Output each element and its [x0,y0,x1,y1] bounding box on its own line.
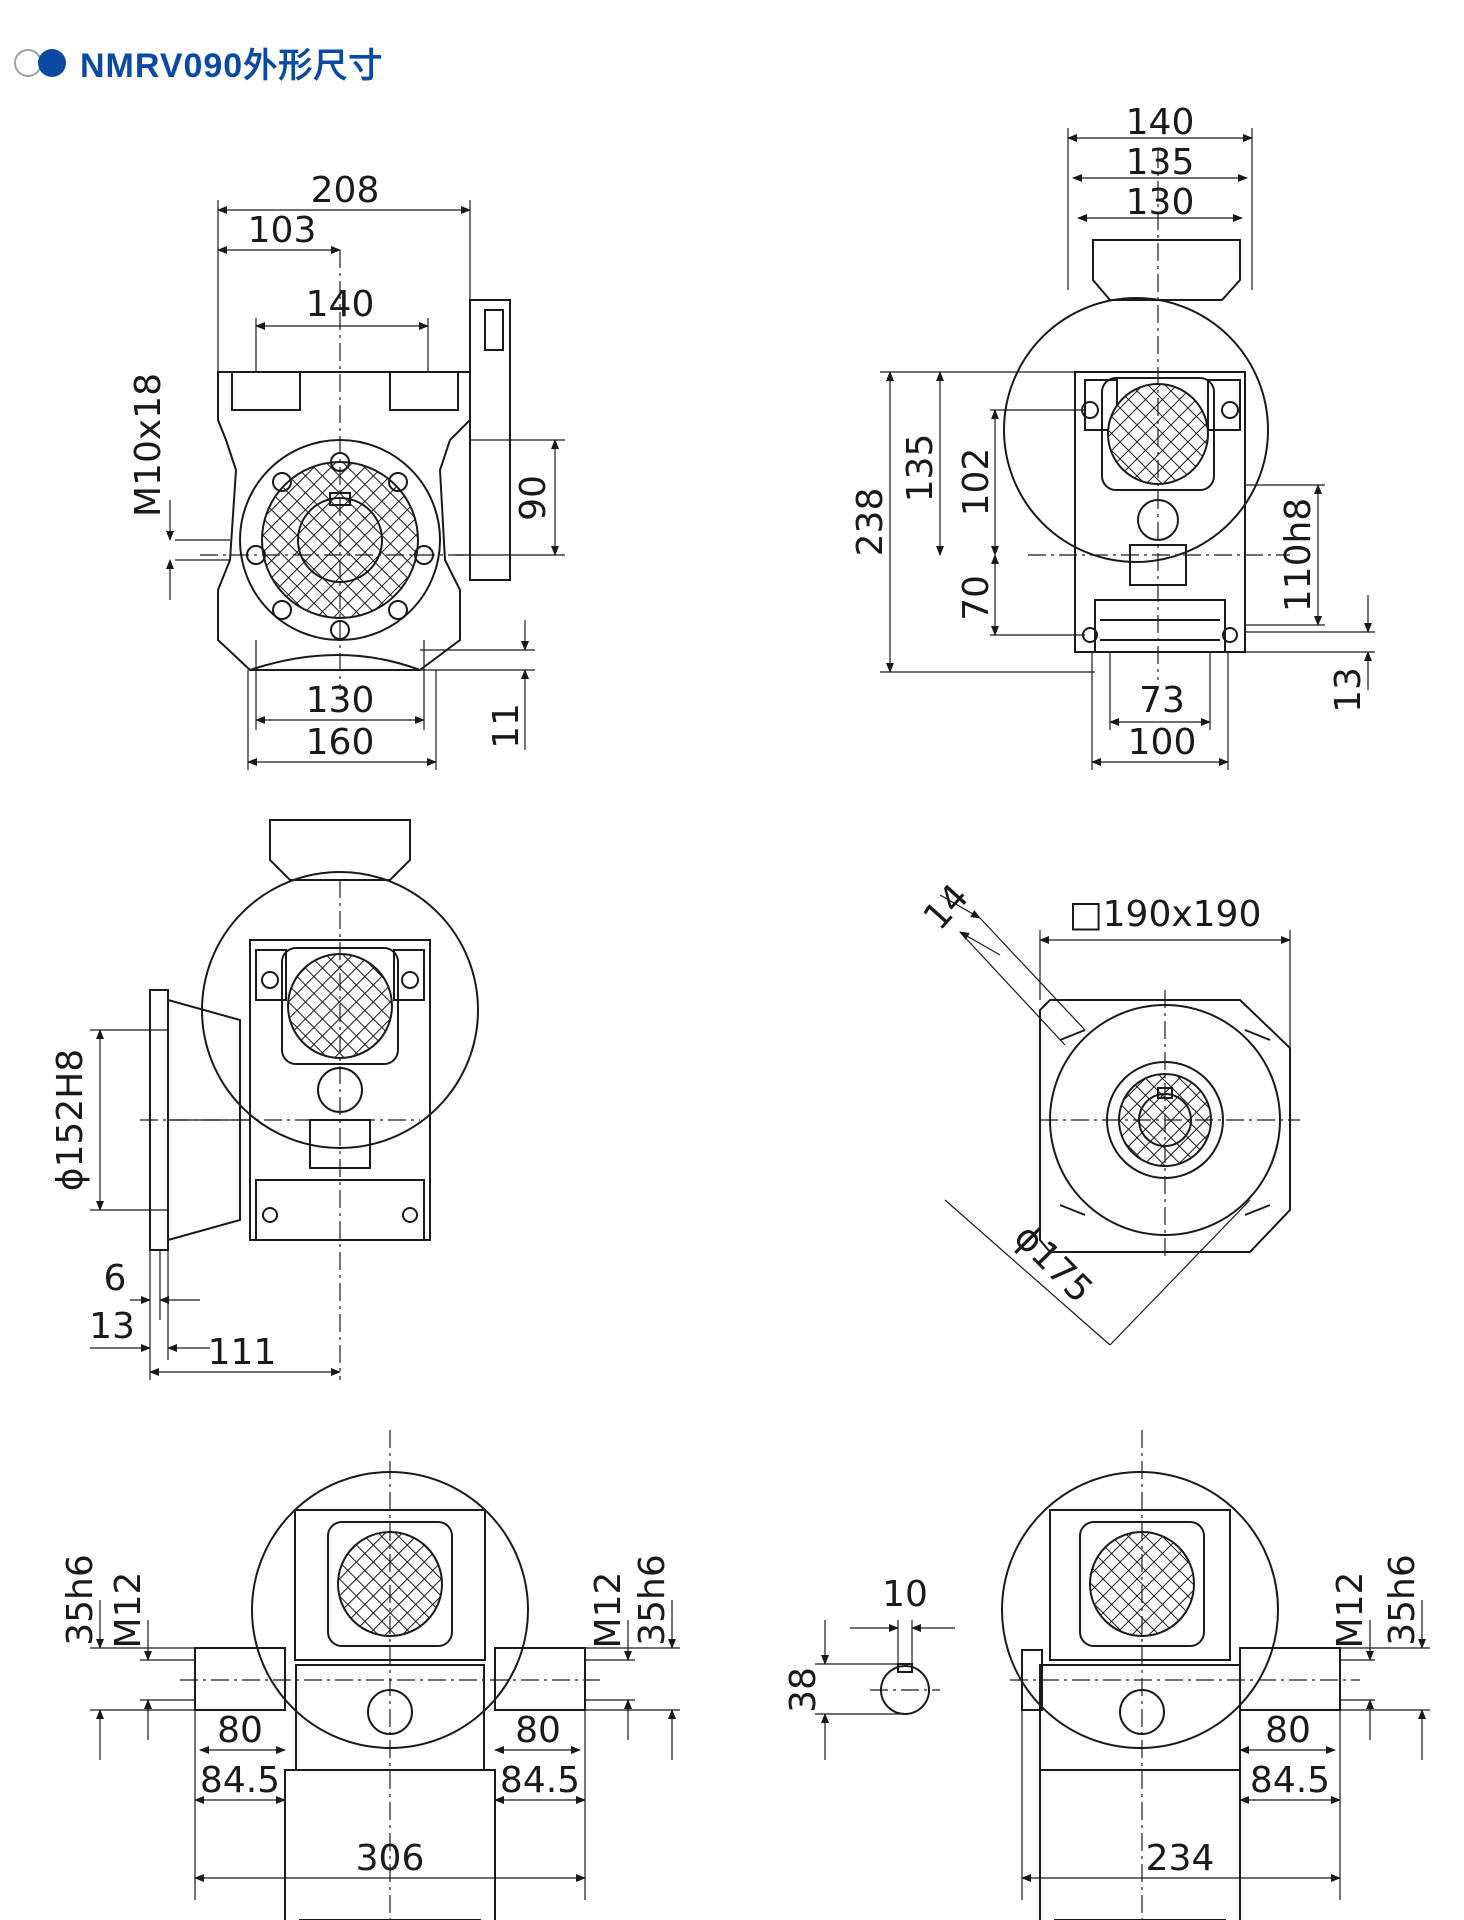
dim-84.5-right: 84.5 [500,1760,580,1801]
dim-130-top: 130 [1126,182,1195,223]
side-view: 140 135 130 238 135 102 70 110h8 13 73 1… [850,102,1375,770]
dim-38: 38 [783,1667,824,1713]
dim-130: 130 [306,680,375,721]
dim-m10x18: M10x18 [128,373,169,517]
dim-306: 306 [356,1838,425,1879]
dim-73: 73 [1139,680,1185,721]
page-title: NMRV090外形尺寸 [80,46,384,85]
dim-100: 100 [1128,722,1197,763]
dim-70: 70 [956,575,997,621]
single-shaft-view: M12 35h6 80 84.5 234 [1001,1430,1430,1920]
dim-35h6-left: 35h6 [60,1554,101,1646]
dim-238: 238 [850,488,891,557]
dim-111: 111 [208,1332,277,1373]
dim-m12-left: M12 [108,1572,149,1649]
dim-35h6-single: 35h6 [1382,1554,1423,1646]
dim-m12-right: M12 [588,1572,629,1649]
double-shaft-view: 35h6 M12 M12 35h6 80 80 84.5 84.5 306 [60,1430,680,1920]
dim-135-top: 135 [1126,142,1195,183]
dim-190x190: □190x190 [1069,894,1262,935]
dim-234: 234 [1146,1838,1215,1879]
dim-m12-single: M12 [1330,1572,1371,1649]
shaft-section-view: 10 38 [783,1574,955,1760]
dim-135-v: 135 [900,434,941,503]
dim-6: 6 [104,1258,127,1299]
dim-160: 160 [306,722,375,763]
dim-80-right: 80 [515,1710,561,1751]
dim-35h6-right: 35h6 [632,1554,673,1646]
dim-102: 102 [956,448,997,517]
dim-140-top: 140 [1126,102,1195,143]
dim-103: 103 [248,210,317,251]
flange-front-view: 14 □190x190 ϕ175 [916,877,1300,1346]
dim-84.5-left: 84.5 [200,1760,280,1801]
dim-84.5-single: 84.5 [1250,1760,1330,1801]
page-header: NMRV090外形尺寸 [12,40,384,85]
dim-80-single: 80 [1265,1710,1311,1751]
flange-side-view: ϕ152H8 6 13 111 [50,819,479,1380]
dim-90: 90 [513,475,554,521]
front-view: 208 103 140 M10x18 90 130 160 11 [128,170,565,770]
header-bullet-icon [12,45,74,79]
dim-13-flange: 13 [89,1306,135,1347]
dim-208: 208 [311,170,380,211]
dim-14: 14 [916,877,977,938]
dim-11: 11 [486,703,527,749]
dim-10: 10 [882,1574,928,1615]
dim-110h8: 110h8 [1278,498,1319,612]
dim-80-left: 80 [217,1710,263,1751]
dim-140: 140 [306,284,375,325]
dim-175: ϕ175 [1006,1217,1100,1311]
dim-152h8: ϕ152H8 [50,1049,91,1191]
dim-13-side: 13 [1328,667,1369,713]
